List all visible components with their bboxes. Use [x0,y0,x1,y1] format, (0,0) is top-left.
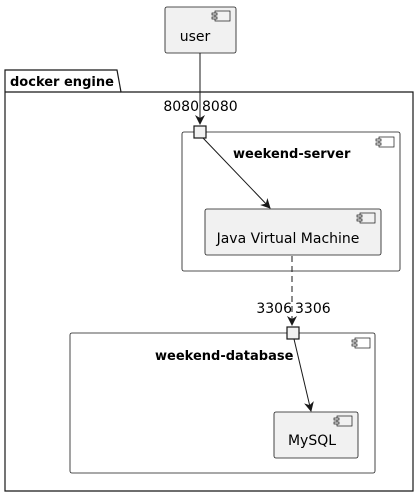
component-icon [356,212,376,224]
component-icon [375,136,395,148]
database-port-to-mysql-edge [293,338,314,412]
server-port-label-right: 8080 [202,99,238,115]
component-icon [351,337,371,349]
docker-engine-package: docker engine [4,69,414,492]
server-port-label-left: 8080 [163,99,199,115]
database-port-label-left: 3306 [256,301,292,317]
component-icon [211,10,231,22]
database-port-label-right: 3306 [295,301,331,317]
weekend-server-node: weekend-server [181,131,401,272]
weekend-database-title: weekend-database [155,349,294,364]
weekend-database-node: weekend-database [69,332,376,474]
component-icon [333,415,353,427]
docker-engine-title: docker engine [10,75,114,90]
server-port-to-jvm-edge [202,137,271,209]
server-port: 8080 8080 [163,99,238,139]
mysql-label: MySQL [288,433,336,449]
weekend-server-title: weekend-server [233,147,351,162]
mysql-component: MySQL [273,411,359,459]
jvm-label: Java Virtual Machine [216,231,360,247]
jvm-component: Java Virtual Machine [204,208,382,256]
user-component: user [164,6,237,54]
database-port: 3306 3306 [256,301,331,340]
user-label: user [180,29,211,45]
